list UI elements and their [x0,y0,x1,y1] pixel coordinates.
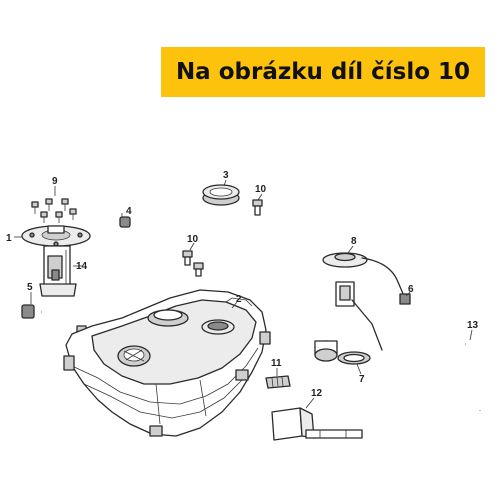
rubber-pad-11 [265,375,291,389]
fuel-sender-float [314,281,383,362]
fuel-tank-2 [63,289,271,437]
callout-6: 6 [408,284,414,295]
fuel-sender-8 [322,252,411,305]
fuel-hose [21,216,160,319]
bolt-10-mid [182,250,204,277]
callout-9: 9 [52,176,58,187]
callout-11: 11 [271,358,282,369]
pump-flange-1 [21,225,91,247]
bolt-set-9 [31,198,77,223]
callout-12: 12 [311,388,323,399]
bolt-10-top [252,199,263,216]
callout-3: 3 [223,170,229,181]
leader-lines [14,179,473,409]
callout-14: 14 [76,261,88,272]
callout-10-mid: 10 [187,234,199,245]
sender-gasket-7 [337,351,371,365]
bracket-12 [271,407,363,441]
vent-tube-13 [465,342,482,411]
part-banner: Na obrázku díl číslo 10 [161,47,485,97]
callout-8: 8 [351,236,357,247]
fuel-pump-14 [39,245,77,297]
callout-13: 13 [467,320,479,331]
callout-labels: 1 9 14 5 4 3 10 10 2 8 6 7 11 12 13 [6,170,479,399]
callout-7: 7 [359,374,365,385]
callout-5: 5 [27,282,33,293]
callout-2: 2 [236,294,242,305]
callout-4: 4 [126,206,132,217]
callout-1: 1 [6,233,12,244]
callout-10-top: 10 [255,184,267,195]
cap-gasket-3 [202,184,240,206]
